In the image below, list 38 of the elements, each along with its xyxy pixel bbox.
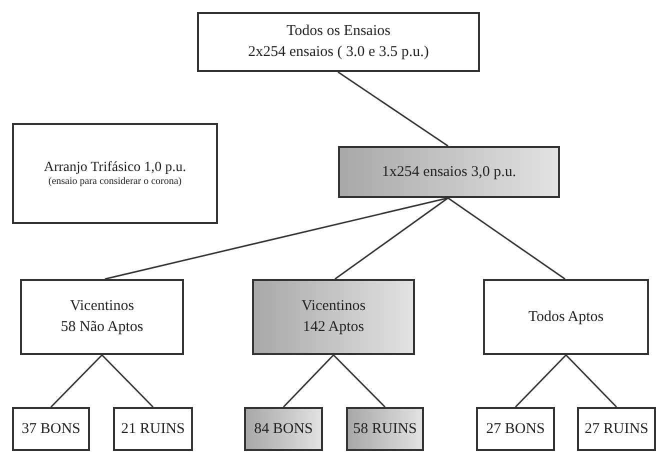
box-text: 27 RUINS (584, 422, 648, 436)
box-text: 142 Aptos (302, 318, 364, 337)
box-text: 37 BONS (22, 422, 80, 436)
box-text: Arranjo Trifásico 1,0 p.u. (44, 158, 186, 176)
box-text: 84 BONS (254, 422, 313, 436)
process-box (20, 279, 184, 355)
process-box (483, 279, 649, 355)
connector-line (282, 354, 334, 408)
connector-line (334, 197, 448, 280)
process-box (113, 407, 193, 451)
process-box (12, 123, 218, 224)
connector-line (338, 71, 448, 147)
box-text: Vicentinos (301, 297, 366, 316)
box-text: 1x254 ensaios 3,0 p.u. (382, 162, 516, 182)
box-text: 27 BONS (486, 422, 545, 436)
box-text: 58 RUINS (353, 422, 417, 436)
process-box (346, 407, 424, 451)
process-box (244, 407, 323, 451)
connector-line (565, 354, 618, 408)
process-box (12, 407, 90, 451)
connector-line (104, 197, 448, 280)
connector-line (50, 354, 103, 408)
box-text: Vicentinos (70, 297, 134, 316)
box-text: 2x254 ensaios ( 3.0 e 3.5 p.u.) (248, 43, 429, 62)
connector-line (514, 354, 567, 408)
process-box (252, 279, 415, 355)
box-text: 21 RUINS (121, 422, 185, 436)
box-text: Todos Aptos (528, 308, 604, 327)
process-box (577, 407, 656, 451)
box-text: 58 Não Aptos (60, 318, 144, 337)
box-text: Todos os Ensaios (286, 22, 390, 42)
connector-line (332, 354, 386, 408)
connector-line (101, 354, 154, 408)
connector-line (448, 197, 566, 280)
process-box (197, 12, 480, 72)
process-box (338, 146, 560, 198)
process-box (476, 407, 555, 451)
box-note: (ensaio para considerar o corona) (48, 176, 182, 188)
